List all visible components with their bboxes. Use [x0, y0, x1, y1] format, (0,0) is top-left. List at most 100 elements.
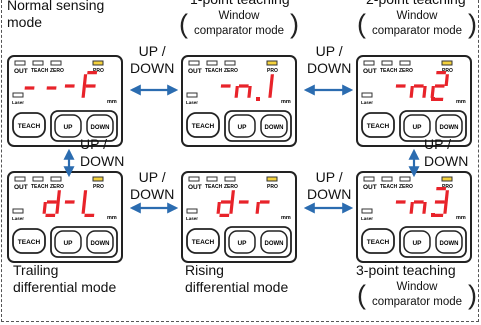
zero-indicator-label: ZERO	[50, 184, 64, 190]
mm-label: mm	[456, 99, 466, 105]
segment-e	[81, 202, 86, 214]
down-button-label: DOWN	[440, 125, 459, 131]
pro-label: PRO	[93, 184, 104, 190]
out-label: OUT	[14, 184, 28, 191]
segment-g	[413, 200, 424, 204]
up-button	[228, 230, 256, 254]
down-button-label: DOWN	[265, 241, 284, 247]
up-button	[403, 230, 431, 254]
segment-g	[64, 84, 75, 88]
laser-indicator	[12, 92, 24, 98]
pro-indicator	[441, 176, 453, 182]
segment-e	[81, 86, 86, 98]
mode-title-normal: Normal sensing mode	[7, 0, 105, 30]
segment-c	[443, 202, 448, 214]
up-button	[403, 114, 431, 138]
teach-button	[186, 228, 220, 254]
sensor-display: OUT TEACH ZERO PRO Laser mm ZERO TEACH U…	[181, 171, 297, 263]
up-button-label: UP	[412, 124, 422, 131]
segment-f	[82, 190, 88, 203]
laser-label: Laser	[186, 216, 198, 221]
segment-b	[444, 74, 449, 87]
segment-g	[64, 200, 75, 204]
segment-d	[433, 97, 444, 101]
out-indicator	[14, 176, 26, 182]
teach-indicator-label: TEACH	[380, 184, 398, 190]
teach-indicator	[381, 176, 393, 182]
down-button-label: DOWN	[91, 125, 110, 131]
up-button	[54, 114, 82, 138]
arrow-label-h3: UP /DOWN	[130, 169, 175, 202]
teach-indicator	[206, 176, 218, 182]
teach-indicator-label: TEACH	[31, 184, 49, 190]
laser-label: Laser	[361, 216, 373, 221]
mode-subtitle-2pt: () Window comparator mode	[357, 9, 477, 39]
laser-label: Laser	[186, 100, 198, 105]
segment-d	[219, 213, 230, 217]
zero-indicator	[50, 176, 62, 182]
segment-c	[247, 86, 252, 98]
sensor-display: OUT TEACH ZERO PRO Laser mm ZERO TEACH U…	[181, 55, 297, 147]
segment-g	[238, 200, 249, 204]
down-button	[260, 230, 288, 254]
segment-e	[42, 202, 47, 214]
out-indicator	[14, 60, 26, 66]
sensor-panel-normal: OUT TEACH ZERO PRO Laser mm ZERO TEACH U…	[7, 55, 123, 147]
segment-e	[430, 86, 435, 98]
zero-indicator-label: ZERO	[224, 68, 238, 74]
pro-label: PRO	[267, 184, 278, 190]
sensor-panel-1pt: OUT TEACH ZERO PRO Laser mm ZERO TEACH U…	[181, 55, 297, 147]
teach-button-label: TEACH	[367, 123, 390, 130]
segment-g	[259, 200, 270, 204]
segment-e	[216, 202, 221, 214]
segment-c	[422, 86, 427, 98]
laser-indicator	[186, 208, 198, 214]
segment-g	[395, 200, 406, 204]
pro-indicator	[441, 60, 453, 66]
mm-label: mm	[281, 99, 291, 105]
pro-indicator	[266, 60, 278, 66]
zero-indicator	[224, 60, 236, 66]
segment-g	[434, 84, 445, 88]
teach-indicator-label: TEACH	[380, 68, 398, 74]
sensor-panel-3pt: OUT TEACH ZERO PRO Laser mm ZERO TEACH U…	[356, 171, 472, 263]
arrow-label-v-right: UP /DOWN	[424, 136, 469, 169]
segment-f	[82, 74, 88, 87]
segment-g	[434, 200, 445, 204]
out-label: OUT	[188, 184, 202, 191]
teach-indicator-label: TEACH	[31, 68, 49, 74]
laser-label: Laser	[361, 100, 373, 105]
teach-button	[361, 228, 395, 254]
down-button	[435, 230, 463, 254]
teach-indicator	[206, 60, 218, 66]
out-label: OUT	[14, 68, 28, 75]
teach-indicator	[32, 176, 44, 182]
segment-a	[436, 187, 447, 191]
segment-d	[84, 213, 95, 217]
segment-c	[268, 86, 273, 98]
up-button	[228, 114, 256, 138]
down-button	[86, 114, 114, 138]
mode-title-2pt: 2-point teaching	[366, 0, 466, 8]
segment-c	[422, 202, 427, 214]
sensor-display: OUT TEACH ZERO PRO Laser mm ZERO TEACH U…	[356, 171, 472, 263]
teach-button-label: TEACH	[367, 239, 390, 246]
mode-title-1pt: 1-point teaching	[190, 0, 290, 8]
teach-button	[186, 112, 220, 138]
segment-d	[433, 213, 444, 217]
up-button	[54, 230, 82, 254]
up-button-label: UP	[63, 124, 73, 131]
laser-label: Laser	[12, 216, 24, 221]
up-button-label: UP	[63, 240, 73, 247]
sensor-display: OUT TEACH ZERO PRO Laser mm ZERO TEACH U…	[7, 171, 123, 263]
mm-label: mm	[107, 215, 117, 221]
arrow-label-h2: UP /DOWN	[307, 43, 352, 76]
teach-button-label: TEACH	[192, 123, 215, 130]
arrow-label-h1: UP /DOWN	[130, 43, 175, 76]
segment-c	[55, 202, 60, 214]
out-indicator	[188, 176, 200, 182]
segment-g	[46, 200, 57, 204]
teach-button-label: TEACH	[18, 239, 41, 246]
